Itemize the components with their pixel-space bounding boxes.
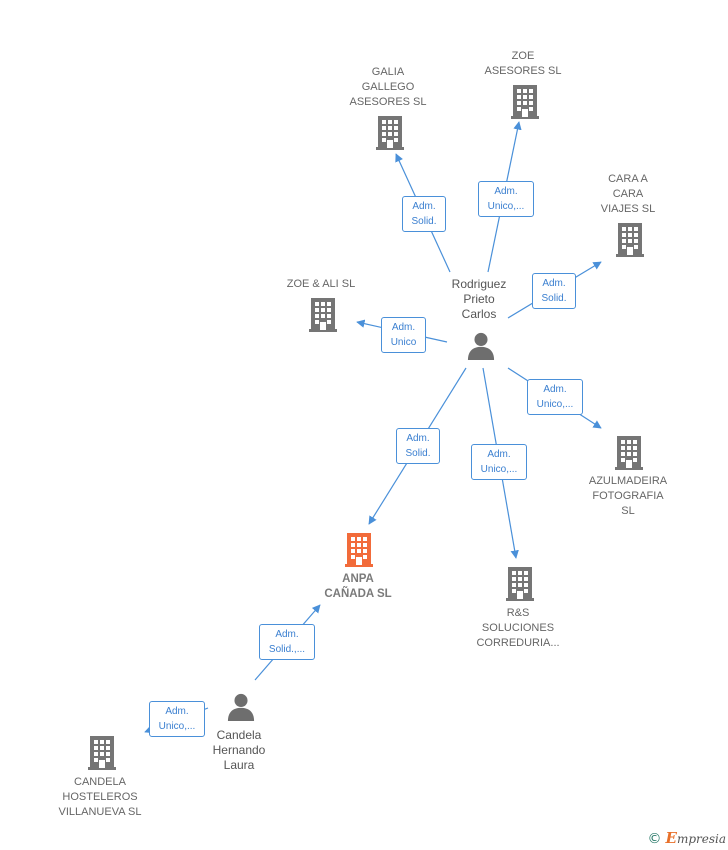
copyright-icon: © bbox=[647, 831, 662, 847]
building-icon[interactable] bbox=[616, 223, 644, 257]
building-icon[interactable] bbox=[309, 298, 337, 332]
brand-watermark: ©Empresia bbox=[648, 829, 727, 847]
building-icon-highlighted[interactable] bbox=[345, 533, 373, 567]
node-label-zoe-asesores[interactable]: ZOE ASESORES SL bbox=[484, 50, 562, 77]
edge-label-zoe-ali: Adm. Unico bbox=[381, 317, 426, 353]
building-icon[interactable] bbox=[506, 567, 534, 601]
edge-label-candela-hosteleros: Adm. Unico,... bbox=[149, 701, 205, 737]
edge-label-galia: Adm. Solid. bbox=[402, 196, 446, 232]
edge-label-azul: Adm. Unico,... bbox=[527, 379, 583, 415]
building-icon[interactable] bbox=[615, 436, 643, 470]
edge-label-zoe-asesores: Adm. Unico,... bbox=[478, 181, 534, 217]
edge-label-candela-anpa: Adm. Solid.,... bbox=[259, 624, 315, 660]
node-label-candela-hosteleros[interactable]: CANDELA HOSTELEROS VILLANUEVA SL bbox=[58, 776, 142, 818]
node-label-galia[interactable]: GALIA GALLEGO ASESORES SL bbox=[349, 66, 427, 108]
person-icon[interactable] bbox=[467, 332, 495, 360]
building-icon[interactable] bbox=[376, 116, 404, 150]
node-label-azul[interactable]: AZULMADEIRA FOTOGRAFIA SL bbox=[588, 475, 668, 517]
edge-label-cara: Adm. Solid. bbox=[532, 273, 576, 309]
edge-label-rs: Adm. Unico,... bbox=[471, 444, 527, 480]
node-label-candela-person[interactable]: Candela Hernando Laura bbox=[212, 728, 266, 772]
brand-initial: E bbox=[665, 829, 677, 847]
edge-label-anpa: Adm. Solid. bbox=[396, 428, 440, 464]
node-label-rs[interactable]: R&S SOLUCIONES CORREDURIA... bbox=[476, 607, 560, 649]
node-label-rodriguez[interactable]: Rodriguez Prieto Carlos bbox=[451, 277, 507, 321]
node-label-cara[interactable]: CARA A CARA VIAJES SL bbox=[600, 173, 656, 215]
node-label-zoe-ali[interactable]: ZOE & ALI SL bbox=[286, 278, 356, 290]
building-icon[interactable] bbox=[511, 85, 539, 119]
building-icon[interactable] bbox=[88, 736, 116, 770]
brand-name: mpresia bbox=[676, 832, 726, 846]
person-icon[interactable] bbox=[227, 693, 255, 721]
node-label-anpa[interactable]: ANPA CAÑADA SL bbox=[324, 573, 392, 600]
